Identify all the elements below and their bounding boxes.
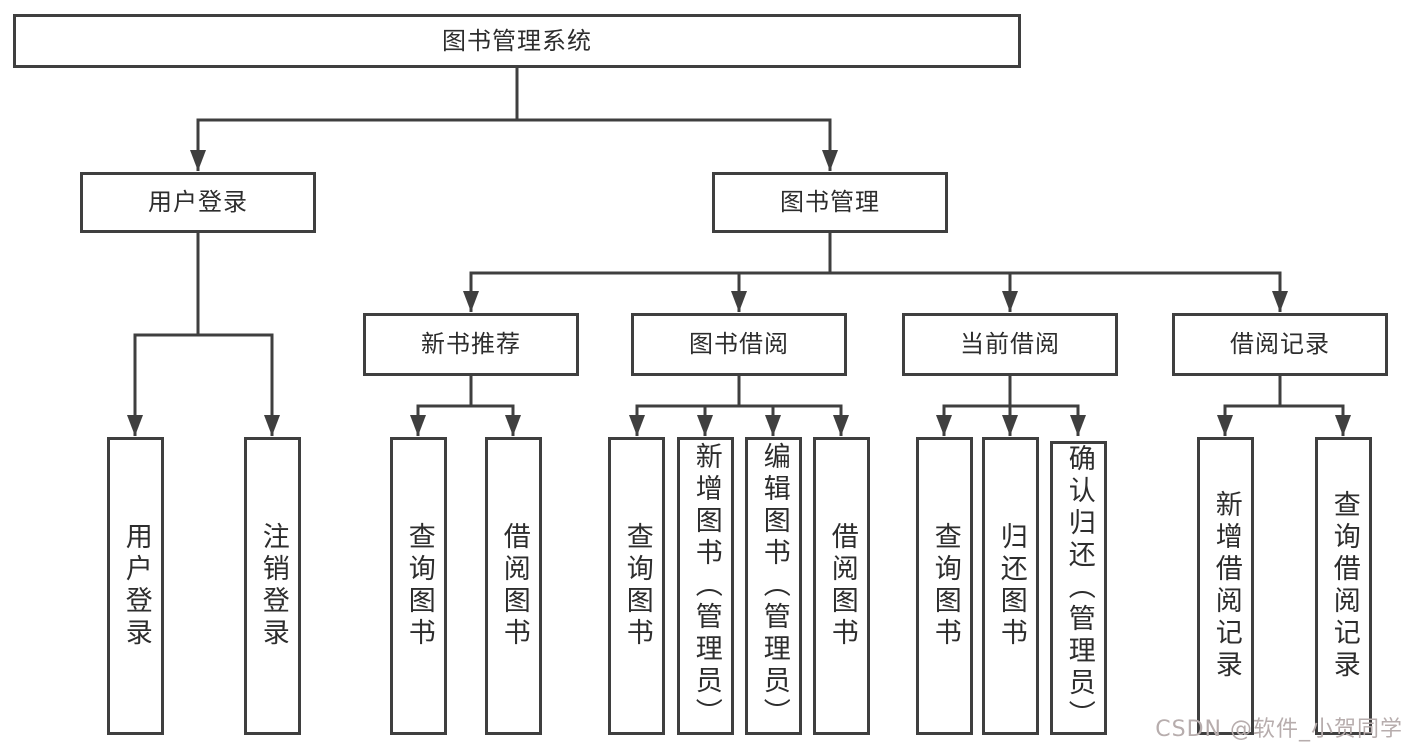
node-user-login: 用户登录 <box>80 172 316 233</box>
edges-current-borrow <box>936 376 1086 436</box>
edges-book-management <box>463 231 1288 312</box>
leaf-edit-book-admin: 编辑图书（管理员） <box>745 437 802 735</box>
leaf-label: 新增图书（管理员） <box>690 442 722 730</box>
leaf-label: 新增借阅记录 <box>1210 490 1242 682</box>
leaf-add-book-admin: 新增图书（管理员） <box>677 437 734 735</box>
leaf-label: 查询图书 <box>929 522 961 650</box>
leaf-query-books-current: 查询图书 <box>916 437 973 735</box>
leaf-add-borrow-record: 新增借阅记录 <box>1197 437 1254 735</box>
edges-root <box>190 68 838 171</box>
edges-user-login <box>127 231 280 436</box>
leaf-user-login: 用户登录 <box>107 437 164 735</box>
leaf-label: 借阅图书 <box>498 522 530 650</box>
leaf-label: 确认归还（管理员） <box>1063 444 1095 732</box>
leaf-label: 用户登录 <box>120 522 152 650</box>
node-book-management: 图书管理 <box>712 172 948 233</box>
node-current-borrow: 当前借阅 <box>902 313 1118 376</box>
node-new-book-recommend: 新书推荐 <box>363 313 579 376</box>
leaf-query-books-recommend: 查询图书 <box>390 437 447 735</box>
leaf-borrow-books-borrow: 借阅图书 <box>813 437 870 735</box>
csdn-watermark: CSDN @软件_小贺同学 <box>1155 717 1403 742</box>
node-book-borrow: 图书借阅 <box>631 313 847 376</box>
leaf-label: 编辑图书（管理员） <box>758 442 790 730</box>
leaf-label: 查询图书 <box>403 522 435 650</box>
edges-borrow-records <box>1217 376 1351 436</box>
leaf-logout: 注销登录 <box>244 437 301 735</box>
leaf-label: 借阅图书 <box>826 522 858 650</box>
leaf-label: 归还图书 <box>995 522 1027 650</box>
leaf-borrow-books-recommend: 借阅图书 <box>485 437 542 735</box>
leaf-return-book: 归还图书 <box>982 437 1039 735</box>
leaf-label: 查询图书 <box>621 522 653 650</box>
node-root: 图书管理系统 <box>13 14 1021 68</box>
node-borrow-records: 借阅记录 <box>1172 313 1388 376</box>
edges-book-borrow <box>629 376 849 436</box>
leaf-query-borrow-record: 查询借阅记录 <box>1315 437 1372 735</box>
edges-new-book-recommend <box>410 376 521 436</box>
leaf-label: 注销登录 <box>257 522 289 650</box>
leaf-query-books-borrow: 查询图书 <box>608 437 665 735</box>
leaf-confirm-return-admin: 确认归还（管理员） <box>1050 441 1107 735</box>
leaf-label: 查询借阅记录 <box>1328 490 1360 682</box>
